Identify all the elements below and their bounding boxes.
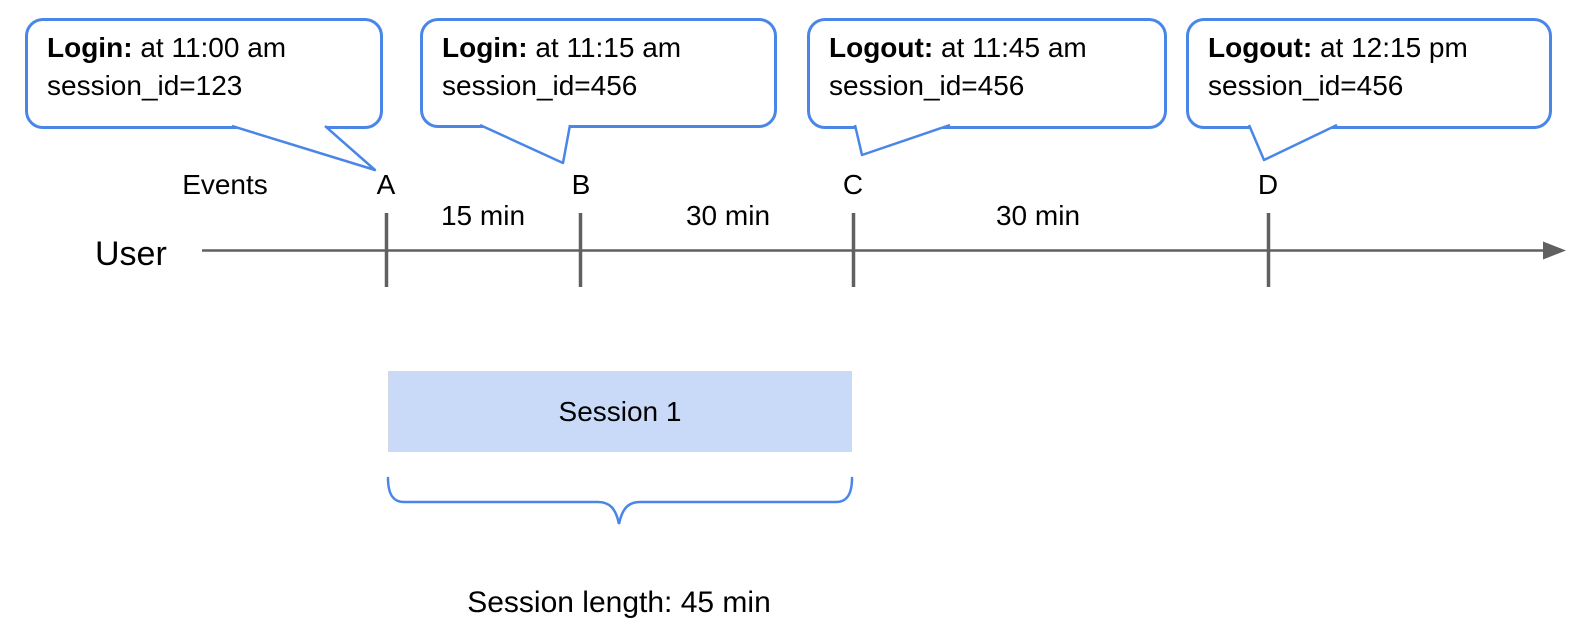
bubble-tail-b [479,123,572,165]
interval-label-cd: 30 min [995,200,1081,231]
event-type: Login: [47,32,133,63]
tick-label-c: C [842,169,864,200]
session-1-box: Session 1 [388,371,852,452]
session-length-brace [386,476,854,525]
event-time: at 11:45 am [940,32,1087,63]
event-session-id: session_id=456 [442,70,638,101]
tick-label-b: B [571,169,591,200]
bubble-tail-a [231,124,377,172]
event-session-id: session_id=123 [47,70,243,101]
event-description: Login: at 11:15 am [442,29,764,67]
user-axis-label: User [95,235,167,273]
events-label: Events [182,169,268,200]
event-description: Login: at 11:00 am [47,29,370,67]
event-time: at 11:00 am [140,32,287,63]
event-type: Logout: [829,32,934,63]
arrow-right-icon [1543,241,1566,260]
callout-bubble-logout-d: Logout: at 12:15 pm session_id=456 [1186,18,1552,129]
callout-bubble-logout-c: Logout: at 11:45 am session_id=456 [807,18,1167,129]
session-1-label: Session 1 [558,395,682,427]
event-description: Logout: at 11:45 am [829,29,1154,67]
tick-label-d: D [1257,169,1279,200]
callout-bubble-login-b: Login: at 11:15 am session_id=456 [420,18,777,128]
callout-bubble-login-a: Login: at 11:00 am session_id=123 [25,18,383,129]
event-type: Login: [442,32,528,63]
bubble-tail-c [853,123,951,157]
bubble-tail-d [1247,123,1338,162]
event-type: Logout: [1208,32,1313,63]
interval-label-ab: 15 min [440,200,526,231]
event-session-id: session_id=456 [1208,70,1404,101]
interval-label-bc: 30 min [685,200,771,231]
event-session-id: session_id=456 [829,70,1025,101]
session-length-label: Session length: 45 min [467,586,771,619]
event-description: Logout: at 12:15 pm [1208,29,1539,67]
tick-label-a: A [376,169,396,200]
event-time: at 12:15 pm [1319,32,1468,63]
event-time: at 11:15 am [535,32,682,63]
